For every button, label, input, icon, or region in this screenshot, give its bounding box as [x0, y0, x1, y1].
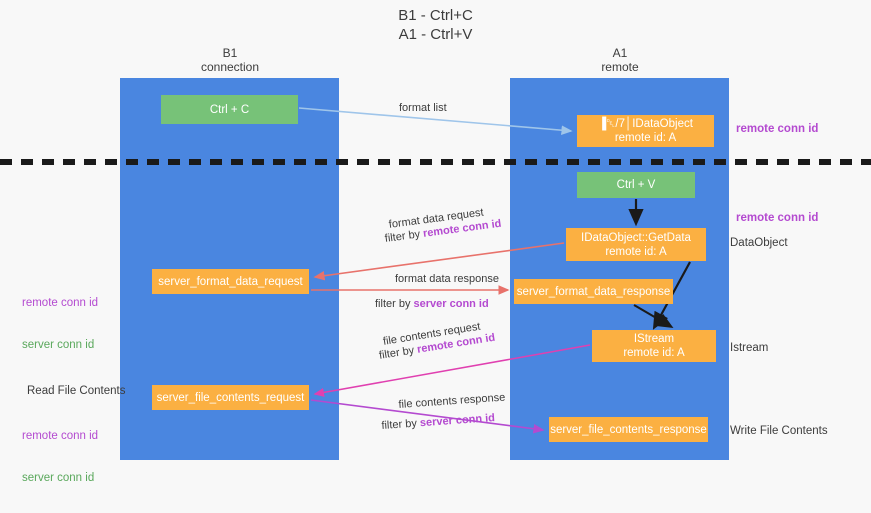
label-left-server-conn-id-bottom: server conn id [22, 472, 95, 484]
filter-prefix: filter by [375, 298, 414, 310]
box-ctrl-v-label: Ctrl + V [616, 179, 656, 191]
box-ctrl-c-label: Ctrl + C [209, 103, 250, 116]
box-istream-line1: IStream [633, 333, 675, 345]
box-idataobject-getdata[interactable]: IDataObject::GetData remote id: A [566, 228, 706, 261]
page-title: B1 - Ctrl+C A1 - Ctrl+V [398, 7, 473, 43]
filter-key-server-conn-id: server conn id [419, 412, 496, 430]
label-left-server-conn-id-mid: server conn id [22, 339, 95, 351]
box-server-format-data-response-label: server_format_data_response [516, 285, 671, 298]
filter-prefix: filter by [381, 417, 421, 432]
edge-label-format-data-response-filter: filter by server conn id [375, 297, 489, 311]
label-left-remote-conn-id-mid: remote conn id [22, 297, 99, 309]
box-ctrl-c[interactable]: Ctrl + C [161, 95, 298, 124]
label-remote-conn-id-top-right: remote conn id [736, 123, 819, 135]
box-server-file-contents-request-label: server_file_contents_request [156, 391, 305, 404]
box-getdata-line1: IDataObject::GetData [581, 231, 691, 244]
box-istream[interactable]: IStream remote id: A [592, 330, 716, 362]
edge-label-file-contents-response: file contents response [398, 391, 506, 411]
box-ctrl-v[interactable]: Ctrl + V [577, 172, 695, 198]
label-write-file-contents: Write File Contents [730, 425, 828, 437]
label-istream: Istream [730, 342, 769, 354]
label-read-file-contents: Read File Contents [27, 385, 126, 397]
column-header-b1: B1 connection [200, 46, 260, 74]
box-server-file-contents-response-label: server_file_contents_response [550, 423, 707, 436]
edge-label-file-contents-response-filter: filter by server conn id [381, 411, 495, 433]
edge-label-format-list: format list [399, 102, 447, 114]
label-left-remote-conn-id-bottom: remote conn id [22, 430, 99, 442]
label-left-conn-ids-bottom: remote conn id server conn id [22, 401, 98, 513]
box-istream-line2: remote id: A [623, 347, 685, 359]
edge-label-format-data-response: format data response [395, 273, 499, 285]
label-left-conn-ids-mid: remote conn id server conn id [22, 268, 98, 380]
filter-key-server-conn-id: server conn id [413, 298, 489, 310]
box-getdata-line2: remote id: A [605, 245, 667, 258]
diagram-canvas: B1 - Ctrl+C A1 - Ctrl+V B1 connection A1… [0, 7, 871, 484]
label-remote-conn-id-mid-right: remote conn id [736, 212, 819, 224]
box-idataobject-line2: remote id: A [614, 132, 677, 144]
box-idataobject[interactable]: ▐␡/7│IDataObject remote id: A [577, 115, 714, 147]
box-server-file-contents-response[interactable]: server_file_contents_response [549, 417, 708, 442]
box-idataobject-line1: ▐␡/7│IDataObject [598, 118, 693, 130]
box-server-file-contents-request[interactable]: server_file_contents_request [152, 385, 309, 410]
label-dataobject: DataObject [730, 237, 788, 249]
box-server-format-data-response[interactable]: server_format_data_response [514, 279, 673, 304]
filter-prefix: filter by [384, 227, 424, 245]
box-server-format-data-request-label: server_format_data_request [158, 275, 303, 288]
box-server-format-data-request[interactable]: server_format_data_request [152, 269, 309, 294]
column-header-a1: A1 remote [601, 46, 639, 74]
